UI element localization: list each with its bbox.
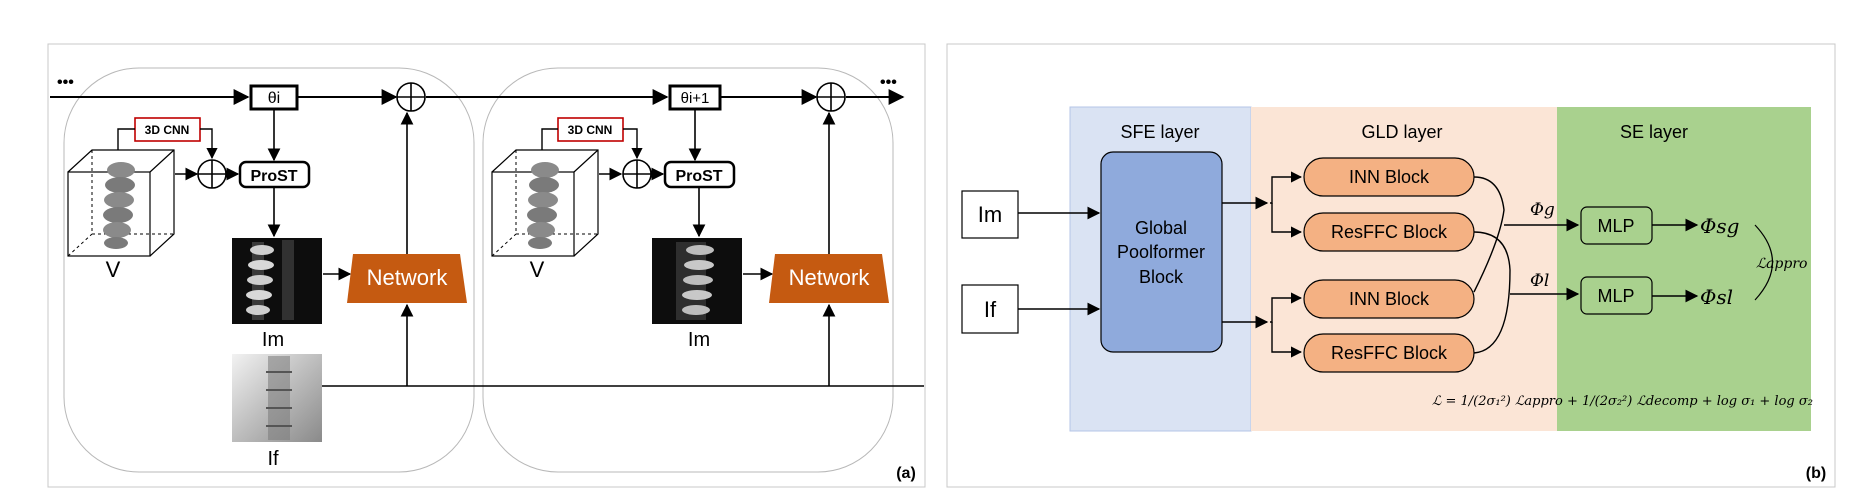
panel-a: ••• ••• θi θi+1 3D CNN <box>47 43 926 488</box>
sfe-title: SFE layer <box>1120 122 1199 142</box>
inn-block-2 <box>1303 279 1475 319</box>
resffc-block-2-label: ResFFC Block <box>1331 343 1448 363</box>
input-fixed-label: If <box>984 297 997 322</box>
mlp-label-2: MLP <box>1597 286 1634 306</box>
theta-i-label: θi <box>268 90 280 107</box>
sum-node-mid-1 <box>197 159 227 189</box>
loss-appro-label: ℒappro <box>1756 256 1807 272</box>
network-block-2 <box>769 254 889 303</box>
fixed-image <box>232 354 322 442</box>
sum-node-mid-2 <box>622 159 652 189</box>
volume-cube-2 <box>491 149 599 257</box>
input-moving-box <box>961 190 1019 239</box>
panel-b-tag: (b) <box>1806 465 1826 482</box>
poolformer-line-1: Global <box>1135 218 1187 238</box>
sum-node-top-2 <box>816 82 846 112</box>
gld-layer-bg <box>1251 107 1557 431</box>
cnn-label-1: 3D CNN <box>145 123 190 137</box>
panel-b: SFE layer GLD layer SE layer Im If Globa… <box>946 43 1836 488</box>
network-label-1: Network <box>367 265 449 290</box>
volume-label-1: V <box>106 257 121 282</box>
volume-label-2: V <box>530 257 545 282</box>
prost-label-2: ProST <box>675 168 722 185</box>
panel-a-frame <box>47 43 926 488</box>
phi-l-label: Φl <box>1530 271 1549 291</box>
se-layer-bg <box>1557 107 1811 431</box>
moving-label-2: Im <box>688 329 710 351</box>
input-moving-label: Im <box>978 202 1002 227</box>
moving-label-1: Im <box>262 329 284 351</box>
loss-formula: ℒ = 1/(2σ₁²) ℒappro + 1/(2σ₂²) ℒdecomp +… <box>1432 394 1813 409</box>
phi-s-g-label: Φsg <box>1700 214 1739 238</box>
dots-left: ••• <box>57 74 74 91</box>
prost-label-1: ProST <box>250 168 297 185</box>
volume-cube-1 <box>67 149 175 257</box>
dots-right: ••• <box>880 74 897 91</box>
phi-s-l-label: Φsl <box>1700 285 1733 309</box>
se-title: SE layer <box>1620 122 1688 142</box>
fixed-label: If <box>267 448 279 470</box>
panel-b-frame <box>946 43 1836 488</box>
poolformer-block <box>1100 151 1223 353</box>
gld-title: GLD layer <box>1361 122 1442 142</box>
theta-i1-label: θi+1 <box>681 90 710 107</box>
resffc-block-1-label: ResFFC Block <box>1331 222 1448 242</box>
iteration-region-1 <box>63 67 475 473</box>
moving-image-2 <box>652 238 742 324</box>
poolformer-line-2: Poolformer <box>1117 242 1205 262</box>
panel-a-tag: (a) <box>896 465 916 482</box>
phi-g-label: Φg <box>1530 200 1555 220</box>
network-label-2: Network <box>789 265 871 290</box>
iteration-region-2 <box>482 67 894 473</box>
mlp-label-1: MLP <box>1597 216 1634 236</box>
moving-image-1 <box>232 238 322 324</box>
input-fixed-box <box>961 284 1019 334</box>
inn-block-1-label: INN Block <box>1349 167 1430 187</box>
sum-node-top-1 <box>396 82 426 112</box>
inn-block-2-label: INN Block <box>1349 289 1430 309</box>
network-block-1 <box>347 254 467 303</box>
poolformer-line-3: Block <box>1139 267 1184 287</box>
cnn-label-2: 3D CNN <box>568 123 613 137</box>
